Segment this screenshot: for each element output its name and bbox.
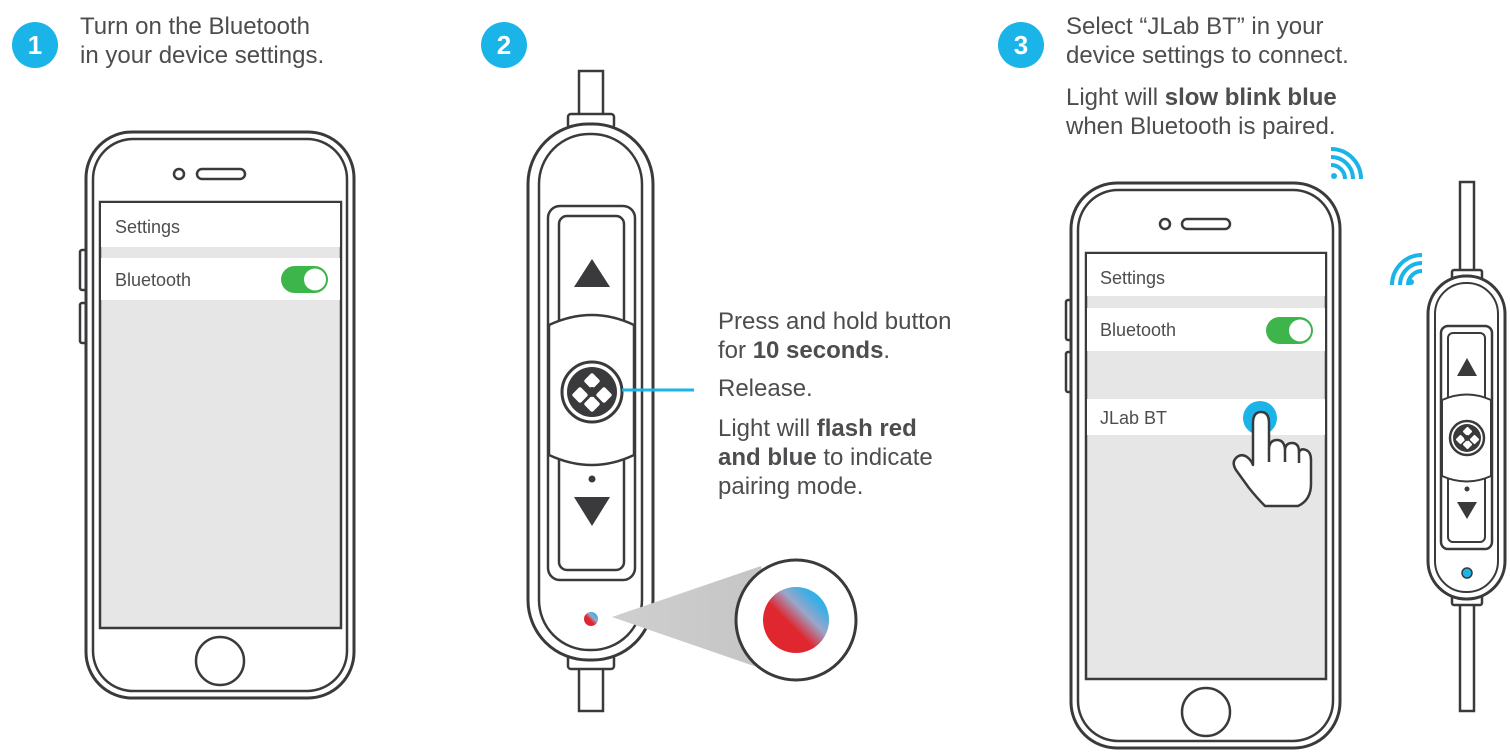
phone-3-home-button[interactable] xyxy=(1180,686,1232,738)
phone-1: Settings Bluetooth xyxy=(78,130,356,700)
step-1-line-2: in your device settings. xyxy=(80,42,325,69)
remote-control xyxy=(526,69,858,713)
step-3-badge: 3 xyxy=(998,22,1044,68)
remote-wireless-signal-icon xyxy=(1390,253,1423,286)
led-magnified xyxy=(763,587,829,653)
step-2-light-line-1: Light will flash red xyxy=(718,415,917,442)
phone-3: Settings Bluetooth JLab BT xyxy=(1064,147,1363,750)
step-2-instructions: Press and hold button for 10 seconds. Re… xyxy=(718,307,952,501)
phone-1-bluetooth-toggle[interactable] xyxy=(281,266,328,293)
step-3-line-1: Select “JLab BT” in your xyxy=(1066,13,1324,40)
step-3-line-2: device settings to connect. xyxy=(1066,42,1349,69)
phone-3-bluetooth-label: Bluetooth xyxy=(1100,320,1176,340)
phone-1-bluetooth-label: Bluetooth xyxy=(115,270,191,290)
step-2-press-line-2: for 10 seconds. xyxy=(718,337,891,364)
step-3-instructions: Select “JLab BT” in your device settings… xyxy=(1066,12,1349,141)
phone-1-settings-header: Settings xyxy=(115,217,180,237)
volume-up-icon[interactable] xyxy=(574,259,610,287)
phone-3-device-jlab-bt[interactable]: JLab BT xyxy=(1100,408,1167,428)
mic-hole xyxy=(588,475,596,483)
step-2-light-line-3: pairing mode. xyxy=(718,473,864,500)
phone-3-settings-header: Settings xyxy=(1100,268,1165,288)
step-1-instructions: Turn on the Bluetooth in your device set… xyxy=(80,12,324,70)
phone-3-bluetooth-toggle[interactable] xyxy=(1266,317,1313,344)
led-indicator xyxy=(584,612,598,626)
remote-small-up-icon xyxy=(1457,358,1477,376)
pointing-hand-icon xyxy=(1232,410,1313,508)
step-3-line-4: when Bluetooth is paired. xyxy=(1066,113,1336,140)
step-2-badge: 2 xyxy=(481,22,527,68)
remote-small-logo-icon xyxy=(1448,419,1486,457)
phone-1-home-button[interactable] xyxy=(194,635,246,687)
step-1-line-1: Turn on the Bluetooth xyxy=(80,13,310,40)
step-3-line-3: Light will slow blink blue xyxy=(1066,84,1337,111)
remote-small-down-icon xyxy=(1457,502,1477,519)
wireless-signal-icon xyxy=(1330,147,1363,180)
led-zoom-beam xyxy=(612,566,780,675)
jlab-logo-icon[interactable] xyxy=(560,360,624,424)
step-2-light-line-2: and blue to indicate xyxy=(718,444,933,471)
volume-down-icon[interactable] xyxy=(574,497,610,526)
step-2-release: Release. xyxy=(718,375,813,402)
step-1-badge: 1 xyxy=(12,22,58,68)
remote-small-led xyxy=(1461,567,1473,579)
remote-small xyxy=(1390,180,1507,713)
step-2-press-line-1: Press and hold button xyxy=(718,308,952,335)
